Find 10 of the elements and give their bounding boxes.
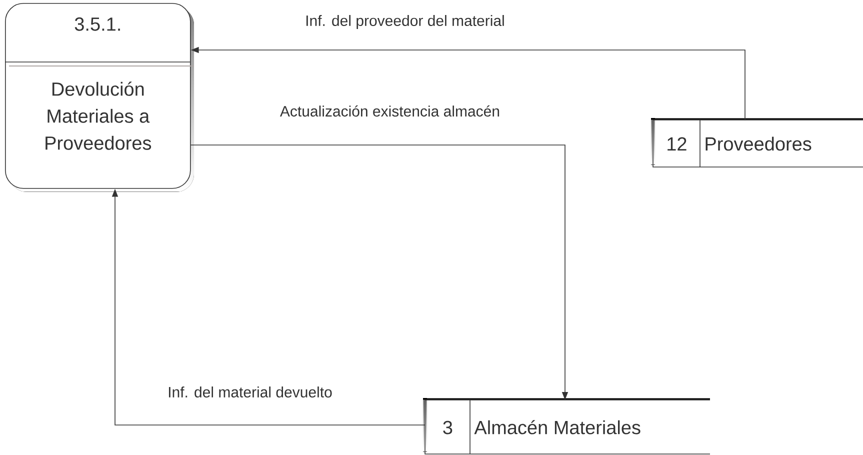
edge-label: Inf. del material devuelto bbox=[166, 385, 334, 398]
process-box: 3.5.1. Devolución Materiales a Proveedores bbox=[4, 3, 194, 192]
node-label: 12 bbox=[668, 137, 686, 150]
node-label: Proveedores bbox=[706, 136, 812, 151]
node-label: Almacén Materiales bbox=[474, 420, 640, 434]
data-store: 3 Almacén Materiales bbox=[423, 398, 710, 454]
data-store: 12 Proveedores bbox=[651, 118, 863, 168]
edge-label: Actualización existencia almacén bbox=[278, 104, 502, 118]
node-label: 3 bbox=[443, 420, 452, 434]
edge-label: Inf. del proveedor del material bbox=[304, 14, 506, 30]
